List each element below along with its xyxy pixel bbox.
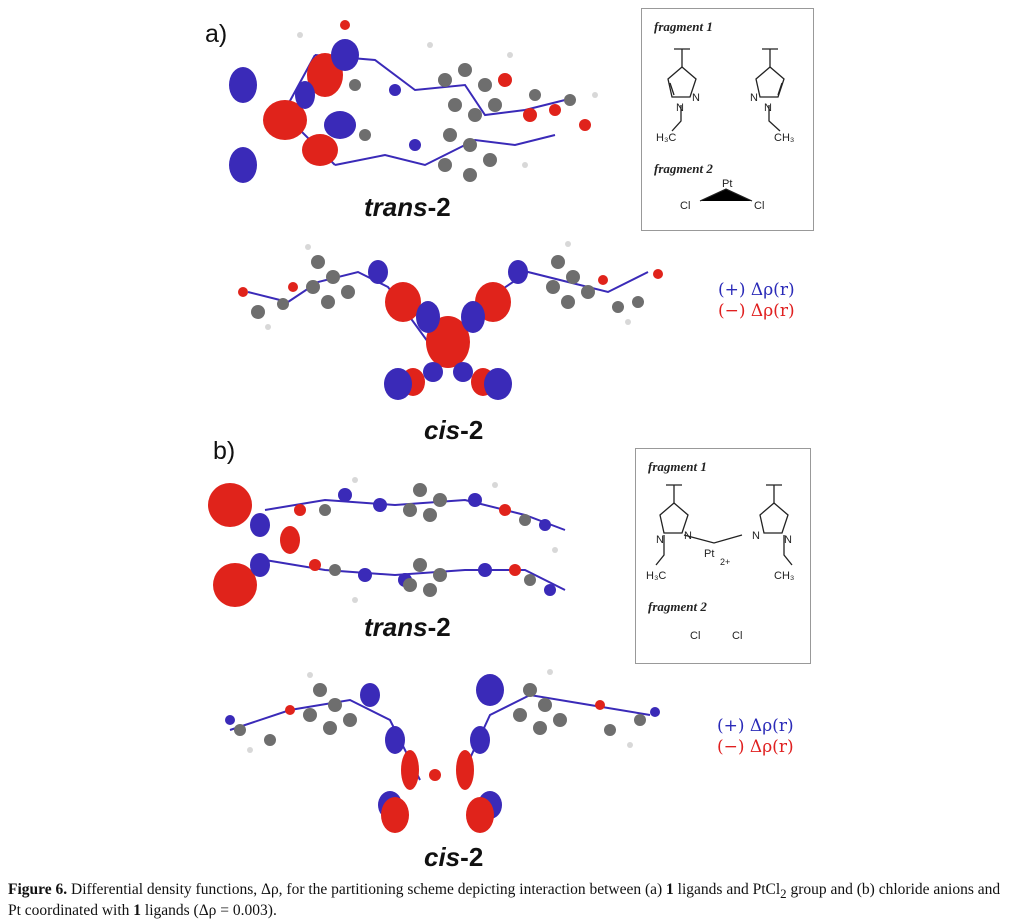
methyl-left: H₃C xyxy=(656,132,676,144)
panel-a-cis-molecule xyxy=(238,241,663,400)
pt-atom-b: Pt xyxy=(704,548,714,560)
n-atom-b4: N xyxy=(784,534,792,546)
panel-a-ptcl2-structure: Pt Cl Cl xyxy=(680,178,764,212)
panel-b-trans-molecule xyxy=(208,477,566,607)
legend-positive: (+) Δρ(r) xyxy=(718,280,795,300)
legend-negative: (−) Δρ(r) xyxy=(718,301,795,321)
panel-a-fragment-box: fragment 1 N N H₃C N N CH₃ fragment 2 Pt… xyxy=(641,8,814,231)
panel-a-trans-molecule xyxy=(229,20,598,183)
n-atom-b2: N xyxy=(656,534,664,546)
panel-a-pyrazole-structures: N N H₃C N N CH₃ xyxy=(656,48,794,144)
legend-positive-b: (+) Δρ(r) xyxy=(717,716,794,736)
panel-a-label: a) xyxy=(205,20,228,48)
cl-anion-2: Cl xyxy=(732,630,742,642)
caption-label: Figure 6. xyxy=(8,881,68,898)
n-atom-b3: N xyxy=(752,530,760,542)
pt-charge: 2+ xyxy=(720,557,730,567)
panel-a-fragment2-title: fragment 2 xyxy=(654,161,713,176)
cl-atom-left: Cl xyxy=(680,200,690,212)
n-atom-3: N xyxy=(750,92,758,104)
caption-text-2: ligands and PtCl xyxy=(673,881,781,898)
panel-b-fragment2-title: fragment 2 xyxy=(648,599,707,614)
cl-anion-1: Cl xyxy=(690,630,700,642)
n-atom-4: N xyxy=(764,102,772,114)
panel-a-cis-label: cis-2 xyxy=(424,415,484,445)
panel-b-fragment-box: fragment 1 N N Pt 2+ N N H₃C CH₃ fragmen… xyxy=(635,448,811,664)
n-atom-b1: N xyxy=(684,530,692,542)
caption-bold-2: 1 xyxy=(133,902,142,919)
methyl-right: CH₃ xyxy=(774,132,794,144)
n-atom-2: N xyxy=(676,102,684,114)
figure-caption: Figure 6. Differential density functions… xyxy=(8,881,1008,919)
panel-b-fragment1-title: fragment 1 xyxy=(648,459,707,474)
cl-atom-right: Cl xyxy=(754,200,764,212)
panel-b-cis-molecule xyxy=(225,669,660,833)
methyl-left-b: H₃C xyxy=(646,570,666,582)
panel-b-label: b) xyxy=(213,437,236,465)
panel-b-complex-structure: N N Pt 2+ N N H₃C CH₃ xyxy=(646,484,794,582)
panel-b-cis-label: cis-2 xyxy=(424,842,484,872)
caption-text-3: group and (b) chloride anions and Pt coo… xyxy=(8,881,1001,919)
methyl-right-b: CH₃ xyxy=(774,570,794,582)
panel-a-fragment1-title: fragment 1 xyxy=(654,19,713,34)
caption-text-1: Differential density functions, Δρ, for … xyxy=(67,881,667,898)
panel-a-trans-label: trans-2 xyxy=(364,192,451,222)
legend-negative-b: (−) Δρ(r) xyxy=(717,737,794,757)
caption-subscript: 2 xyxy=(780,886,787,902)
n-atom-1: N xyxy=(692,92,700,104)
caption-bold-1: 1 xyxy=(666,881,674,898)
caption-text-4: ligands (Δρ = 0.003). xyxy=(141,902,277,919)
panel-b-legend: (+) Δρ(r) (−) Δρ(r) xyxy=(717,716,794,758)
panel-b-trans-label: trans-2 xyxy=(364,612,451,642)
panel-a-legend: (+) Δρ(r) (−) Δρ(r) xyxy=(718,280,795,322)
panel-b-chloride-structure: Cl Cl xyxy=(690,630,742,642)
pt-atom: Pt xyxy=(722,178,732,190)
